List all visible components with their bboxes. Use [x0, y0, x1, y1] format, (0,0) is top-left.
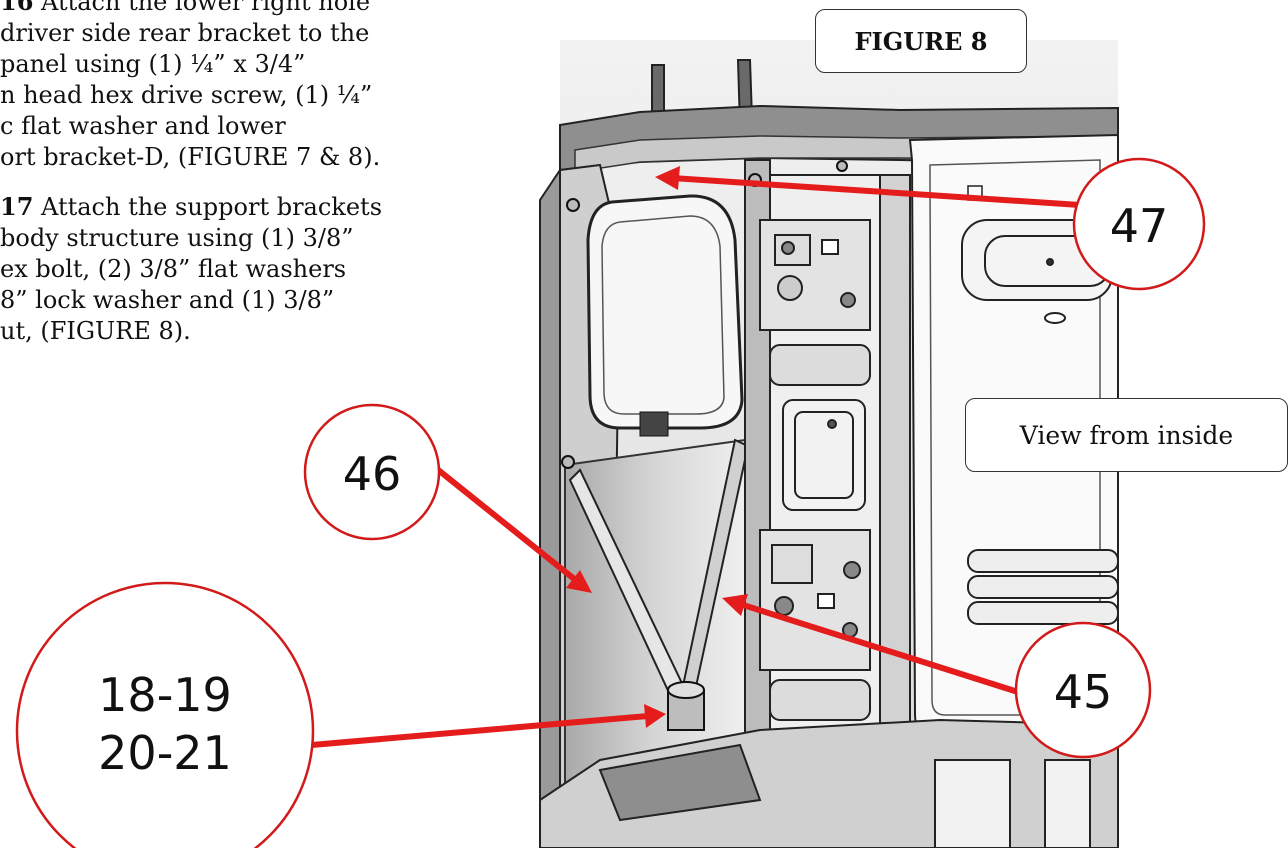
step-16-line: ort bracket-D, (FIGURE 7 & 8).: [0, 143, 381, 171]
svg-text:46: 46: [343, 447, 402, 501]
step-16-line: n head hex drive screw, (1) ¼”: [0, 81, 373, 109]
step-17-line: 8” lock washer and (1) 3/8”: [0, 286, 335, 314]
svg-text:20-21: 20-21: [98, 726, 232, 780]
svg-text:18-19: 18-19: [98, 668, 232, 722]
callout-47: 47: [1072, 157, 1206, 291]
callout-46: 46: [303, 403, 441, 541]
step-16-line: c flat washer and lower: [0, 112, 286, 140]
callout-45: 45: [1014, 621, 1152, 759]
view-from-inside-label: View from inside: [965, 398, 1288, 472]
step-16: 16 Attach the lower right hole driver si…: [0, 0, 470, 173]
step-16-number: 16: [0, 0, 34, 16]
figure-label: FIGURE 8: [815, 9, 1027, 73]
vents: [967, 549, 1119, 625]
step-16-line: panel using (1) ¼” x 3/4”: [0, 50, 306, 78]
window-opening: [586, 194, 744, 430]
step-17-line: ex bolt, (2) 3/8” flat washers: [0, 255, 347, 283]
step-16-line: Attach the lower right hole: [41, 0, 371, 16]
middle-section: [782, 399, 866, 511]
callout-18-21: 18-19 20-21: [15, 581, 315, 848]
instructions-text: 16 Attach the lower right hole driver si…: [0, 0, 470, 365]
step-17-line: body structure using (1) 3/8”: [0, 224, 354, 252]
step-17-line: ut, (FIGURE 8).: [0, 317, 191, 345]
step-17-number: 17: [0, 192, 34, 221]
bolt: [667, 681, 705, 731]
step-17: 17 Attach the support brackets body stru…: [0, 191, 470, 347]
step-17-line: Attach the support brackets: [41, 193, 383, 221]
lower-hinge: [759, 529, 871, 721]
svg-text:45: 45: [1054, 665, 1113, 719]
step-16-line: driver side rear bracket to the: [0, 19, 370, 47]
svg-text:47: 47: [1110, 199, 1169, 253]
upper-hinge: [759, 219, 871, 386]
callout-arrows: [299, 166, 1081, 749]
